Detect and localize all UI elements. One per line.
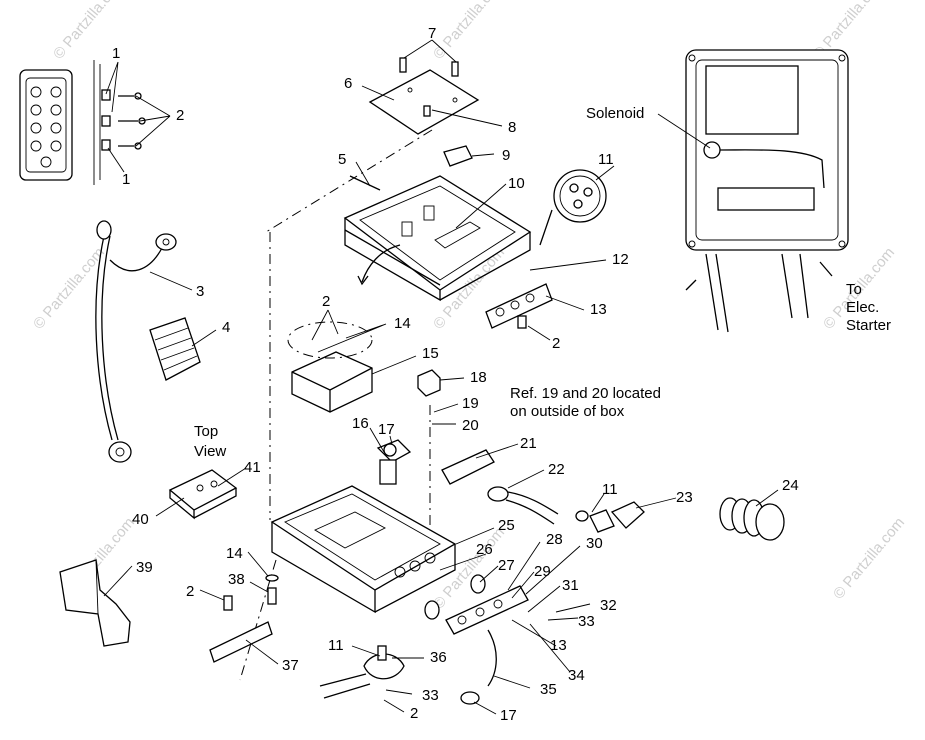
module-40-drawing [168,469,238,520]
watermark-text: © Partzilla.com [830,514,908,602]
callout-number: 10 [508,175,525,192]
callout-number: 20 [462,417,479,434]
box-cover-drawing [368,57,480,135]
callout-number: 1 [122,171,130,188]
callout-number: 35 [540,681,557,698]
screw-38-drawing [267,587,277,605]
connector-drawing [441,449,559,525]
spark-cap-drawing [575,501,645,533]
callout-number: 17 [378,421,395,438]
callout-number: 24 [782,477,799,494]
ref-note-line-2: on outside of box [510,403,625,420]
notes: Solenoid To Elec. Starter Top View Ref. … [194,105,891,460]
callout-number: 22 [548,461,565,478]
callout-number: 11 [598,151,614,168]
callout-number: 17 [500,707,517,724]
callout-number: 27 [498,557,515,574]
callout-labels: 1213456789101112132214151819201716212211… [112,25,799,724]
callout-number: 32 [600,597,617,614]
solenoid-label: Solenoid [586,105,644,122]
rubber-boot-drawing [149,317,201,381]
part-9-drawing [443,145,473,167]
callout-number: 26 [476,541,493,558]
callout-number: 33 [578,613,595,630]
callout-number: 2 [186,583,194,600]
callout-number: 4 [222,319,230,336]
part-16-drawing [376,439,412,485]
callout-number: 1 [112,45,120,62]
callout-number: 2 [176,107,184,124]
grommet-24-drawing [719,497,785,541]
callout-number: 36 [430,649,447,666]
callout-number: 38 [228,571,245,588]
part-18-drawing [417,369,441,397]
part-15-drawing [287,321,373,413]
clamp-36-drawing [319,645,405,699]
callout-number: 16 [352,415,369,432]
callout-number: 15 [422,345,439,362]
callout-number: 5 [338,151,346,168]
plate-upper-drawing [485,283,553,329]
callout-number: 11 [602,481,618,498]
fuse-block-drawing [19,60,146,185]
upper-box-drawing [343,175,532,302]
top-view-line-1: Top [194,423,218,440]
callout-number: 9 [502,147,510,164]
callout-number: 25 [498,517,515,534]
callout-number: 39 [136,559,153,576]
wire-35-drawing [487,629,497,687]
solenoid-panel-drawing [685,49,849,333]
callout-number: 41 [244,459,261,476]
callout-number: 18 [470,369,487,386]
screw-2-drawing [223,595,233,611]
callout-number: 8 [508,119,516,136]
ring-17-drawing [460,691,480,705]
callout-number: 31 [562,577,579,594]
callout-number: 34 [568,667,585,684]
to-elec-starter-line-1: To [846,281,862,298]
callout-number: 2 [322,293,330,310]
callout-number: 6 [344,75,352,92]
callout-number: 14 [226,545,243,562]
callout-number: 13 [550,637,567,654]
callout-number: 2 [410,705,418,722]
callout-number: 14 [394,315,411,332]
assembly-guide-lines [239,129,433,681]
callout-number: 7 [428,25,436,42]
callout-number: 33 [422,687,439,704]
callout-number: 30 [586,535,603,552]
callout-number: 11 [328,637,344,654]
callout-number: 12 [612,251,629,268]
lower-box-drawing [270,485,457,614]
callout-number: 23 [676,489,693,506]
grommet-top-drawing [539,169,607,246]
callout-number: 19 [462,395,479,412]
leader-lines [103,39,779,715]
plate-lower-drawing [424,574,529,635]
callout-number: 28 [546,531,563,548]
top-view-line-2: View [194,443,226,460]
bracket-37-drawing [209,621,273,663]
callout-number: 3 [196,283,204,300]
callout-number: 40 [132,511,149,528]
washer-14-drawing [265,574,279,582]
to-elec-starter-line-2: Elec. [846,299,879,316]
to-elec-starter-line-3: Starter [846,317,891,334]
callout-number: 21 [520,435,537,452]
drawing [19,39,849,715]
callout-number: 2 [552,335,560,352]
callout-number: 13 [590,301,607,318]
bracket-39-drawing [59,559,131,647]
ref-note-line-1: Ref. 19 and 20 located [510,385,661,402]
battery-cable-drawing [95,220,177,463]
watermark-text: © Partzilla.com [430,0,508,63]
callout-number: 29 [534,563,551,580]
callout-number: 37 [282,657,299,674]
